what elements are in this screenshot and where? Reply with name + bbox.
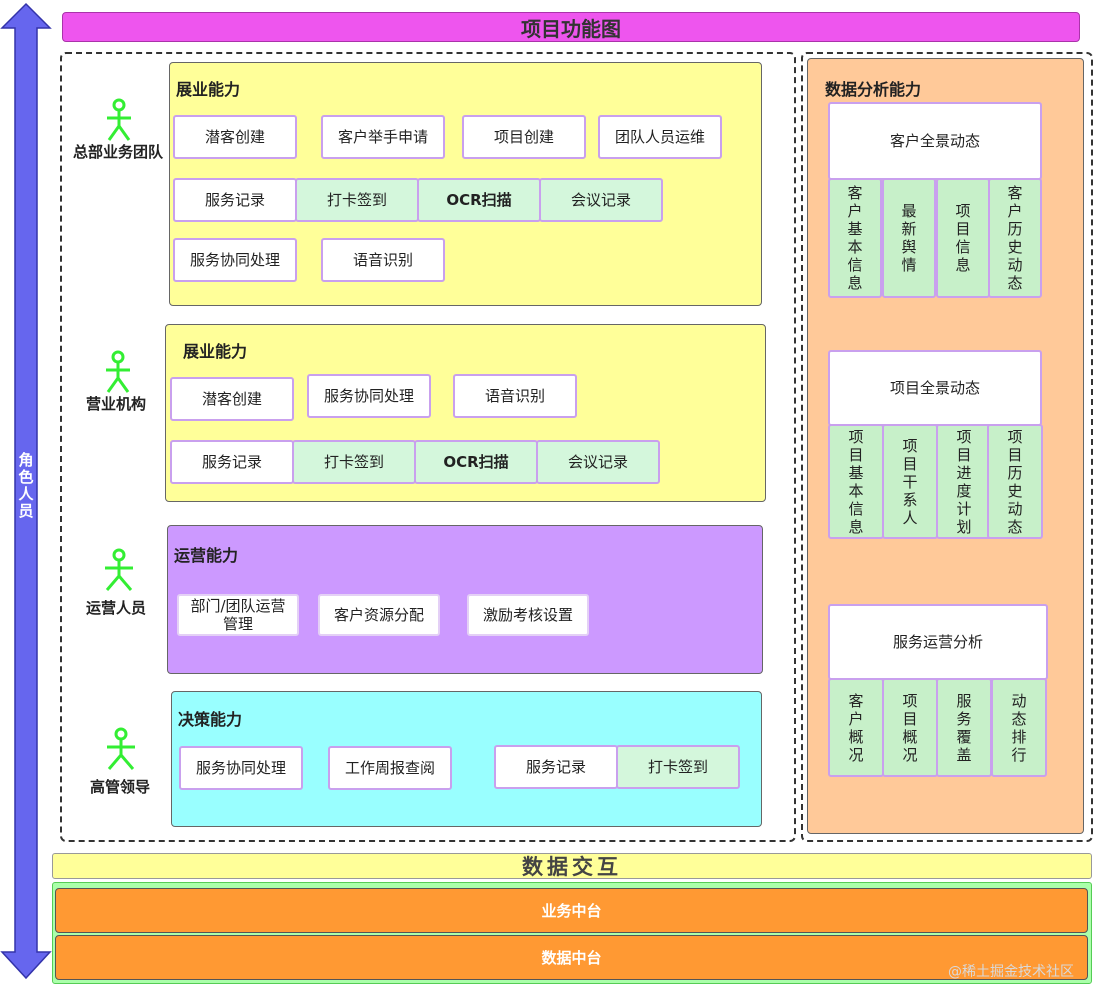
page-title: 项目功能图 <box>62 12 1080 42</box>
role-axis-label: 角色人员 <box>18 451 34 520</box>
analysis-group-header[interactable]: 项目全景动态 <box>828 350 1042 426</box>
analysis-group-header[interactable]: 客户全景动态 <box>828 102 1042 180</box>
capability-button[interactable]: 服务协同处理 <box>307 374 431 418</box>
capability-button[interactable]: 服务记录 <box>173 178 297 222</box>
analysis-item[interactable]: 项目概况 <box>882 678 938 777</box>
capability-button[interactable]: 激励考核设置 <box>467 594 589 636</box>
person-icon <box>107 727 135 770</box>
role-branch: 营业机构 <box>85 395 146 413</box>
analysis-item[interactable]: 客户历史动态 <box>988 178 1042 298</box>
business-middle-platform[interactable]: 业务中台 <box>55 888 1088 933</box>
capability-button[interactable]: 打卡签到 <box>295 178 419 222</box>
role-axis-arrow <box>0 2 52 980</box>
data-middle-platform[interactable]: 数据中台 <box>55 935 1088 980</box>
capability-button[interactable]: 服务记录 <box>494 745 618 789</box>
capability-button[interactable]: 服务记录 <box>170 440 294 484</box>
roles-container <box>60 52 796 842</box>
section-title: 展业能力 <box>176 80 241 99</box>
section-title: 数据分析能力 <box>825 80 922 99</box>
capability-button[interactable]: 客户举手申请 <box>321 115 445 159</box>
analysis-group-header[interactable]: 服务运营分析 <box>828 604 1048 680</box>
capability-button[interactable]: 打卡签到 <box>616 745 740 789</box>
section-title: 运营能力 <box>174 546 239 565</box>
person-icon <box>106 350 130 393</box>
capability-button[interactable]: 会议记录 <box>539 178 663 222</box>
capability-button[interactable]: OCR扫描 <box>417 178 541 222</box>
capability-button[interactable]: 服务协同处理 <box>179 746 303 790</box>
analysis-item[interactable]: 项目基本信息 <box>828 424 884 539</box>
capability-button[interactable]: 团队人员运维 <box>598 115 722 159</box>
analysis-item[interactable]: 项目历史动态 <box>987 424 1043 539</box>
capability-button[interactable]: 语音识别 <box>321 238 445 282</box>
capability-button[interactable]: 潜客创建 <box>173 115 297 159</box>
capability-button[interactable]: 服务协同处理 <box>173 238 297 282</box>
capability-button[interactable]: 工作周报查阅 <box>328 746 452 790</box>
analysis-item[interactable]: 服务覆盖 <box>936 678 992 777</box>
analysis-item[interactable]: 项目信息 <box>936 178 990 298</box>
data-exchange-bar: 数据交互 <box>52 853 1092 879</box>
capability-button[interactable]: 打卡签到 <box>292 440 416 484</box>
role-executives: 高管领导 <box>89 778 150 796</box>
analysis-item[interactable]: 项目干系人 <box>882 424 938 539</box>
analysis-item[interactable]: 动态排行 <box>991 678 1047 777</box>
capability-button[interactable]: 会议记录 <box>536 440 660 484</box>
person-icon <box>107 98 131 141</box>
section-title: 决策能力 <box>178 710 243 729</box>
capability-button[interactable]: 语音识别 <box>453 374 577 418</box>
role-operations: 运营人员 <box>85 599 146 617</box>
analysis-container <box>801 52 1093 842</box>
analysis-item[interactable]: 客户基本信息 <box>828 178 882 298</box>
capability-button[interactable]: 客户资源分配 <box>318 594 440 636</box>
role-hq-team: 总部业务团队 <box>72 143 163 161</box>
capability-button[interactable]: 部门/团队运营管理 <box>177 594 299 636</box>
person-icon <box>105 548 133 591</box>
analysis-item[interactable]: 项目进度计划 <box>936 424 992 539</box>
section-title: 展业能力 <box>183 342 248 361</box>
capability-button[interactable]: 潜客创建 <box>170 377 294 421</box>
analysis-item[interactable]: 最新舆情 <box>882 178 936 298</box>
capability-button[interactable]: OCR扫描 <box>414 440 538 484</box>
analysis-item[interactable]: 客户概况 <box>828 678 884 777</box>
watermark: @稀土掘金技术社区 <box>948 964 1074 980</box>
capability-button[interactable]: 项目创建 <box>462 115 586 159</box>
